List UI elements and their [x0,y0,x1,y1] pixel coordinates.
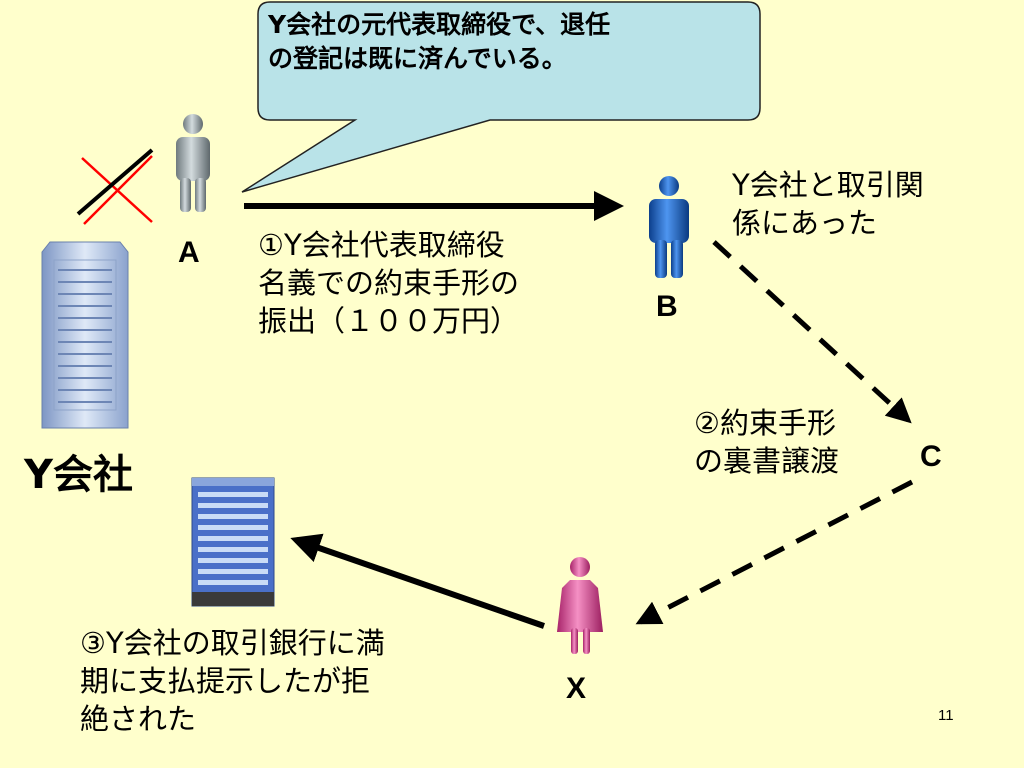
person-a-icon [176,114,210,212]
step1-text: ①Y会社代表取締役 名義での約束手形の 振出（１００万円） [258,228,520,338]
arrow-b-to-c [712,240,912,424]
company-tower-icon [41,241,129,429]
label-b: B [656,290,678,323]
label-x: X [566,672,587,705]
step2-text: ②約束手形 の裏書譲渡 [694,406,840,478]
callout-text: Y会社の元代表取締役で、退任 の登記は既に済んでいる。 [268,10,611,73]
label-a: A [178,236,200,269]
person-b-icon [649,176,689,278]
page-number: 11 [938,707,954,724]
label-c: C [920,440,942,473]
person-x-icon [557,557,603,654]
step3-text: ③Y会社の取引銀行に満 期に支払提示したが拒 絶された [80,626,385,736]
company-name: Y会社 [24,452,133,498]
arrow-c-to-x [635,479,914,625]
arrow-x-to-bank [290,533,545,629]
speech-callout [241,1,761,193]
cross-mark [76,148,154,225]
relation-note: Y会社と取引関 係にあった [732,168,924,240]
bank-building-icon [191,477,275,607]
